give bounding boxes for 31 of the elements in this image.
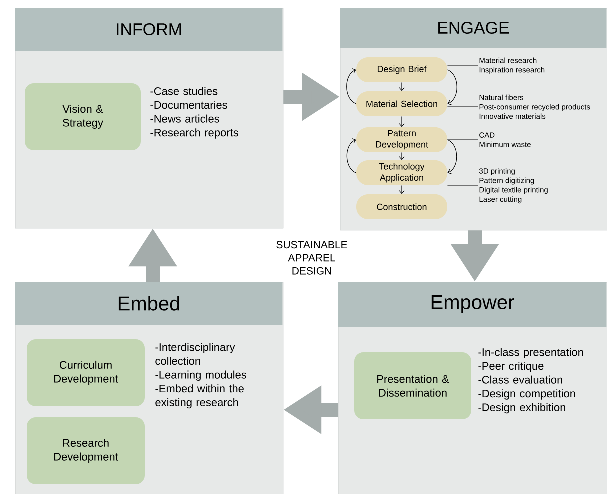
process-box: Presentation & Dissemination	[354, 352, 472, 420]
node-label: -News articles	[150, 114, 220, 123]
process-box: Pattern Development	[356, 128, 448, 152]
connector-line	[447, 106, 478, 108]
arrow	[399, 82, 405, 92]
arrow	[346, 138, 357, 174]
node-label: -Peer critique	[478, 362, 544, 372]
node-label: -In-class presentation	[478, 348, 584, 358]
center-label: SUSTAINABLE APPAREL DESIGN	[276, 241, 348, 275]
node-label: -Documentaries	[150, 101, 228, 110]
bullet-list: -In-class presentation -Peer critique -Class evaluation -Design competition -Design exhibition	[478, 348, 584, 414]
arrow	[447, 70, 458, 106]
process-box: Technology Application	[356, 160, 448, 186]
process-box: Curriculum Development	[27, 340, 145, 406]
node-label: -Case studies	[150, 87, 218, 96]
bullet-list: -Interdisciplinary collection -Learning modules -Embed within the existing research	[156, 343, 246, 409]
arrow	[399, 152, 405, 160]
arrow	[399, 185, 405, 194]
node-label: -Design competition	[478, 390, 576, 400]
node-label: -Research reports	[150, 128, 238, 139]
process-box: Design Brief	[356, 58, 448, 82]
process-box: Research Development	[27, 418, 145, 484]
process-box: Material Selection	[356, 92, 448, 116]
node-label: -Class evaluation	[478, 376, 562, 384]
arrow	[346, 68, 357, 104]
process-box: Vision & Strategy	[25, 84, 141, 150]
process-box: Construction	[356, 194, 448, 220]
arrow	[399, 116, 405, 128]
node-label: -Design exhibition	[478, 403, 566, 414]
arrow	[447, 140, 458, 174]
bullet-list: -Case studies -Documentaries -News articles -Research reports	[150, 87, 238, 139]
